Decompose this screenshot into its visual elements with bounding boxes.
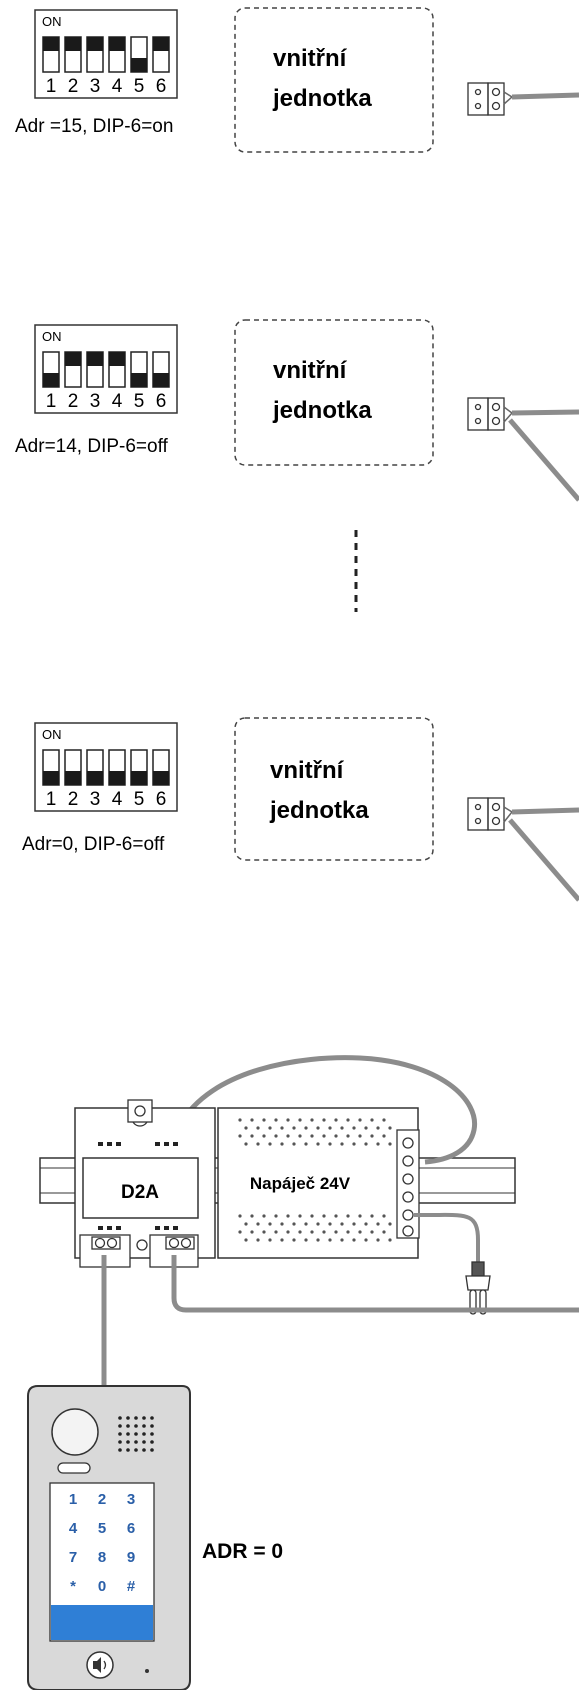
keypad-key-4: 4 (69, 1520, 78, 1537)
address-label-3: Adr=0, DIP-6=off (22, 834, 165, 855)
keypad-key-0: 0 (98, 1578, 106, 1595)
power-terminals (402, 1137, 414, 1237)
keypad-key-1: 1 (69, 1491, 77, 1508)
indoor-unit-3: ON 1 2 3 4 5 6 Adr=0, DIP-6=off vnitřn (22, 717, 579, 902)
power-supply-label: Napáječ 24V (250, 1174, 351, 1193)
unit-label-line1: vnitřní (273, 357, 348, 384)
power-supply-module: Napáječ 24V (217, 1107, 420, 1259)
bus-cable-to-units (171, 1255, 579, 1313)
unit-label-line2: jednotka (269, 797, 369, 824)
address-label-1: Adr =15, DIP-6=on (15, 116, 173, 137)
door-station: 1 2 3 4 5 6 7 8 9 * 0 # (27, 1385, 191, 1690)
dip-switch-1: ON 1 2 3 4 5 6 (34, 9, 178, 99)
dip-number-1: 1 (46, 391, 57, 412)
dip-number-6: 6 (156, 391, 167, 412)
keypad-key-6: 6 (127, 1520, 135, 1537)
keypad-key-2: 2 (98, 1491, 106, 1508)
dip-number-4: 4 (112, 789, 123, 810)
dip-number-2: 2 (68, 789, 79, 810)
dip-switch-3: ON 1 2 3 4 5 6 (34, 722, 178, 812)
keypad-key-3: 3 (127, 1491, 135, 1508)
dip-number-2: 2 (68, 76, 79, 97)
keypad-key-star: * (70, 1578, 76, 1595)
door-address-label: ADR = 0 (202, 1540, 283, 1563)
dip-number-5: 5 (134, 789, 145, 810)
keypad-key-7: 7 (69, 1549, 77, 1566)
indoor-unit-box-2 (234, 319, 434, 466)
dip-number-1: 1 (46, 789, 57, 810)
power-cable (177, 1055, 478, 1165)
bus-wire-3a (511, 807, 579, 815)
terminal-block-1 (467, 82, 505, 116)
dip-switch-2: ON 1 2 3 4 5 6 (34, 324, 178, 414)
d2a-module: D2A (74, 1099, 216, 1268)
dip-on-label: ON (42, 14, 62, 29)
unit-label-line1: vnitřní (270, 757, 345, 784)
dip-number-5: 5 (134, 391, 145, 412)
indoor-unit-box-1 (234, 7, 434, 153)
terminal-block-3 (467, 797, 505, 831)
speaker-grille (118, 1416, 154, 1452)
keypad-key-hash: # (127, 1578, 136, 1595)
keypad-display-bar (51, 1605, 153, 1640)
keypad-key-9: 9 (127, 1549, 135, 1566)
dip-number-3: 3 (90, 789, 101, 810)
address-label-2: Adr=14, DIP-6=off (15, 436, 169, 457)
bus-wire-2a (511, 409, 579, 416)
mains-plug-icon (465, 1261, 491, 1315)
dip-on-label: ON (42, 329, 62, 344)
indoor-unit-2: ON 1 2 3 4 5 6 Adr=14, DIP-6=off vnitř (15, 319, 579, 502)
indoor-unit-box-3 (234, 717, 434, 861)
dip-number-5: 5 (134, 76, 145, 97)
bus-wire-3b (508, 818, 579, 902)
dip-number-3: 3 (90, 76, 101, 97)
dip-number-6: 6 (156, 76, 167, 97)
d2a-terminals (91, 1236, 195, 1251)
d2a-label: D2A (121, 1182, 159, 1203)
keypad-key-8: 8 (98, 1549, 106, 1566)
dip-number-3: 3 (90, 391, 101, 412)
dip-number-6: 6 (156, 789, 167, 810)
unit-label-line1: vnitřní (273, 45, 348, 72)
terminal-block-2 (467, 397, 505, 431)
camera-icon (51, 1408, 99, 1456)
bus-wire-1 (511, 92, 579, 100)
dip-number-1: 1 (46, 76, 57, 97)
dip-number-4: 4 (112, 391, 123, 412)
unit-label-line2: jednotka (272, 85, 372, 112)
microphone-icon (145, 1669, 149, 1673)
dip-number-4: 4 (112, 76, 123, 97)
indoor-unit-1: ON 1 2 3 4 5 6 Adr =15, DIP-6=on vnitř (15, 7, 579, 153)
keypad-key-5: 5 (98, 1520, 106, 1537)
led-indicator (57, 1462, 91, 1474)
bus-wire-2b (508, 418, 579, 502)
dip-on-label: ON (42, 727, 62, 742)
unit-label-line2: jednotka (272, 397, 372, 424)
dip-number-2: 2 (68, 391, 79, 412)
mains-cable (414, 1212, 480, 1262)
